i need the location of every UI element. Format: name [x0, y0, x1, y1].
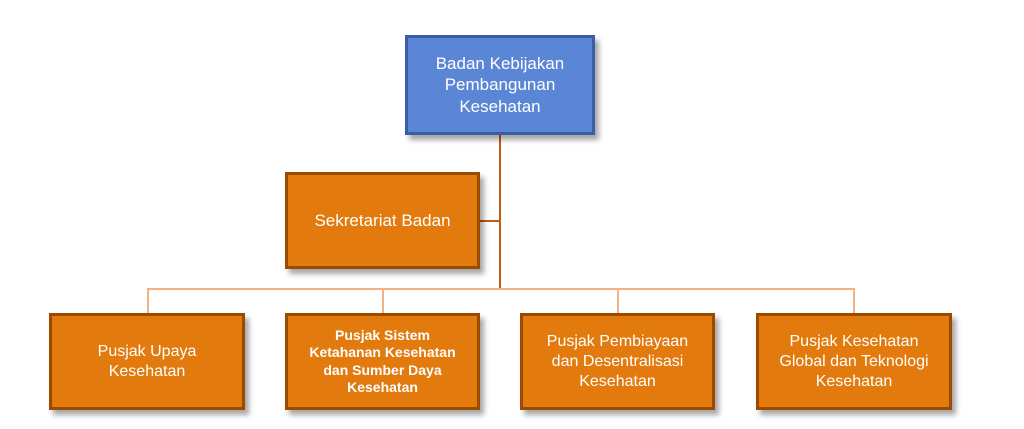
unit-node-sistem-ketahanan: Pusjak Sistem Ketahanan Kesehatan dan Su…: [285, 313, 480, 410]
unit-4-connector: [853, 288, 855, 313]
head-node: Badan Kebijakan Pembangunan Kesehatan: [405, 35, 595, 135]
unit-node-upaya-kesehatan: Pusjak Upaya Kesehatan: [49, 313, 245, 410]
unit-horizontal-connector: [147, 288, 855, 290]
secretariat-connector: [480, 220, 500, 222]
unit-node-pembiayaan: Pusjak Pembiayaan dan Desentralisasi Kes…: [520, 313, 715, 410]
unit-2-connector: [382, 288, 384, 313]
unit-node-kesehatan-global: Pusjak Kesehatan Global dan Teknologi Ke…: [756, 313, 952, 410]
unit-1-connector: [147, 288, 149, 313]
unit-3-connector: [617, 288, 619, 313]
secretariat-node: Sekretariat Badan: [285, 172, 480, 269]
main-vertical-connector: [499, 135, 501, 288]
